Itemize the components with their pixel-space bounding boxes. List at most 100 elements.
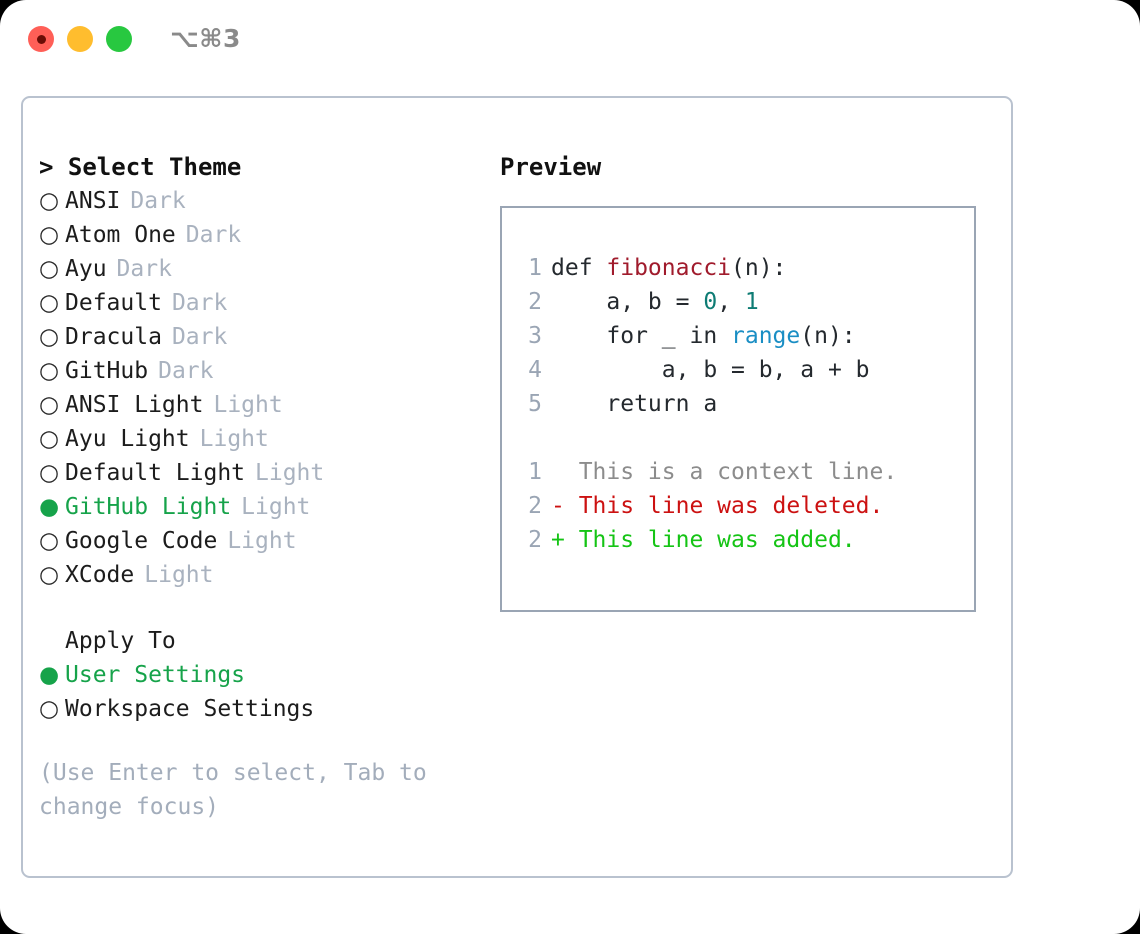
line-number: 1 [528,255,542,281]
keyboard-hint: (Use Enter to select, Tab to change focu… [39,760,441,820]
diff-line: 2 - This line was deleted. [516,489,974,523]
code-token: def [551,255,607,281]
code-token: (n): [731,255,787,281]
theme-kind-label: Light [241,494,311,520]
code-token: for _ in [551,323,732,349]
radio-unselected-icon[interactable]: ○ [39,290,60,316]
radio-selected-icon[interactable]: ● [39,494,60,520]
radio-unselected-icon[interactable]: ○ [39,256,60,282]
diff-line: 2 + This line was added. [516,523,974,557]
code-token: 1 [744,289,759,315]
diff-text: - This line was deleted. [551,493,884,519]
code-token: a, b = [551,289,704,315]
theme-list-item[interactable]: ○Ayu Dark [39,252,479,286]
title-bar: ⌥⌘3 [0,0,1140,78]
minimize-button[interactable] [67,26,93,52]
preview-title: Preview [500,153,602,181]
close-button[interactable] [28,26,54,52]
theme-list-item[interactable]: ○Atom One Dark [39,218,479,252]
diff-text: + This line was added. [551,527,856,553]
line-number: 3 [528,323,542,349]
zoom-button[interactable] [106,26,132,52]
theme-list-item[interactable]: ○Default Light Light [39,456,479,490]
code-token: return a [551,391,718,417]
page-title: > Select Theme [39,153,242,181]
radio-unselected-icon[interactable]: ○ [39,426,60,452]
theme-list-item[interactable]: ○XCode Light [39,558,479,592]
code-line: 3 for _ in range(n): [516,319,974,353]
theme-kind-label: Light [213,392,283,418]
line-number: 4 [528,357,542,383]
apply-to-option-label: Workspace Settings [65,696,315,722]
code-diff-separator [516,421,974,455]
theme-list-item[interactable]: ○Dracula Dark [39,320,479,354]
apply-to-option-label: User Settings [65,662,246,688]
theme-name: Dracula [65,324,162,350]
theme-name: Atom One [65,222,176,248]
radio-unselected-icon[interactable]: ○ [39,460,60,486]
theme-kind-label: Light [144,562,214,588]
code-line: 4 a, b = b, a + b [516,353,974,387]
list-spacer [39,592,479,624]
window-controls [28,26,132,52]
apply-to-option[interactable]: ○Workspace Settings [39,692,479,726]
radio-selected-icon[interactable]: ● [39,662,60,688]
theme-list-item[interactable]: ○Google Code Light [39,524,479,558]
code-text: a, b = b, a + b [542,353,870,387]
theme-list-item[interactable]: ○ANSI Dark [39,184,479,218]
theme-name: Ayu [65,256,107,282]
code-text: a, b = 0, 1 [542,285,759,319]
theme-name: Ayu Light [65,426,190,452]
theme-kind-label: Light [199,426,269,452]
theme-kind-label: Light [227,528,297,554]
code-token: range [731,323,801,349]
radio-unselected-icon[interactable]: ○ [39,528,60,554]
theme-kind-label: Dark [130,188,186,214]
line-number: 5 [528,391,542,417]
code-token: , [717,289,745,315]
radio-unselected-icon[interactable]: ○ [39,392,60,418]
theme-kind-label: Dark [185,222,242,248]
theme-name: Default Light [65,460,246,486]
theme-name: Default [65,290,162,316]
theme-kind-label: Dark [171,324,228,350]
radio-unselected-icon[interactable]: ○ [39,188,60,214]
theme-name: ANSI [65,188,121,214]
theme-kind-label: Dark [158,358,214,384]
line-number: 2 [528,493,542,519]
keyboard-shortcut-label: ⌥⌘3 [170,24,241,53]
apply-to-option[interactable]: ●User Settings [39,658,479,692]
theme-name: XCode [65,562,135,588]
radio-unselected-icon[interactable]: ○ [39,222,60,248]
code-line: 2 a, b = 0, 1 [516,285,974,319]
theme-kind-label: Dark [116,256,172,282]
theme-list-item[interactable]: ○Ayu Light Light [39,422,479,456]
theme-name: Google Code [65,528,218,554]
code-text: return a [542,387,717,421]
code-text: for _ in range(n): [542,319,856,353]
line-number: 1 [528,459,542,485]
radio-unselected-icon[interactable]: ○ [39,696,60,722]
apply-to-list[interactable]: ●User Settings○Workspace Settings [39,658,479,726]
radio-unselected-icon[interactable]: ○ [39,562,60,588]
code-token: (n): [800,323,856,349]
code-line: 5 return a [516,387,974,421]
theme-kind-label: Light [255,460,325,486]
line-number: 2 [528,527,542,553]
radio-unselected-icon[interactable]: ○ [39,358,60,384]
code-token: a, b = b, a + b [551,357,870,383]
line-number: 2 [528,289,542,315]
radio-unselected-icon[interactable]: ○ [39,324,60,350]
